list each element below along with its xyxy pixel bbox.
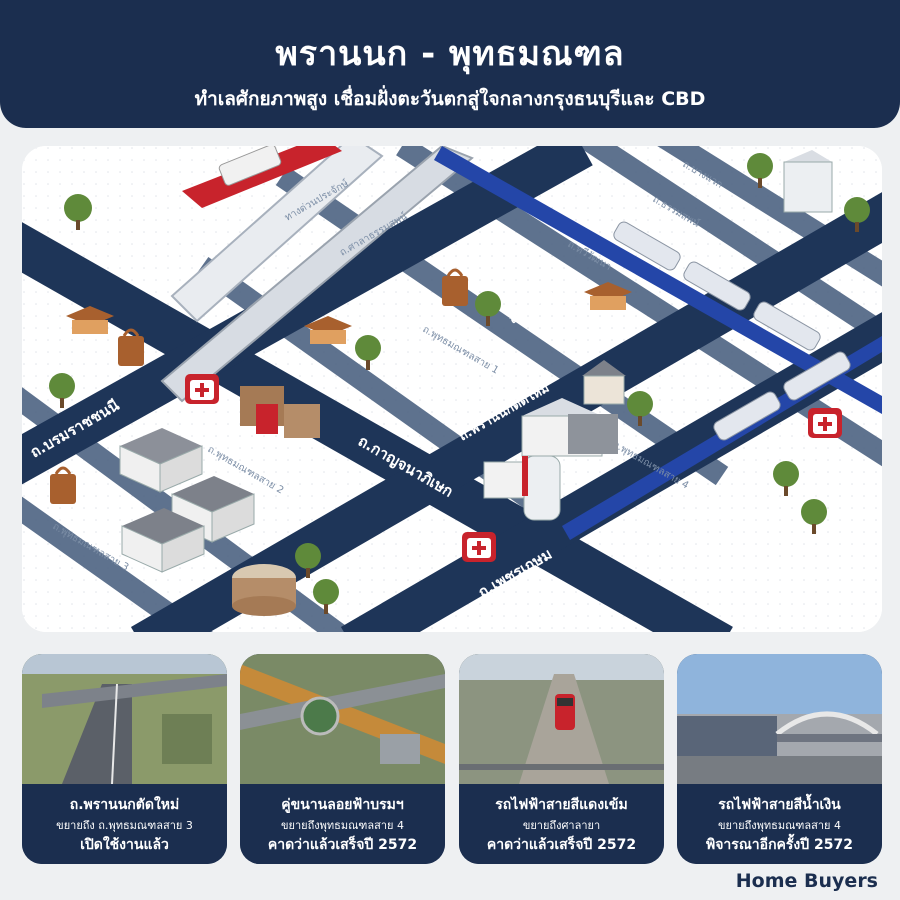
- card-title: คู่ขนานลอยฟ้าบรมฯ: [281, 797, 404, 813]
- mall-building: [483, 455, 561, 521]
- card-title: ถ.พรานนกตัดใหม่: [69, 797, 180, 813]
- tree-icon: [295, 543, 321, 578]
- tree-icon: [313, 579, 339, 614]
- card-prannok-road: ถ.พรานนกตัดใหม่ ขยายถึง ถ.พุทธมณฑลสาย 3 …: [22, 654, 227, 864]
- card-red-line: รถไฟฟ้าสายสีแดงเข้ม ขยายถึงศาลายา คาดว่า…: [459, 654, 664, 864]
- tree-icon: [801, 499, 827, 534]
- shopping-bag-icon: [442, 268, 468, 306]
- card-caption: ถ.พรานนกตัดใหม่ ขยายถึง ถ.พุทธมณฑลสาย 3 …: [22, 784, 227, 864]
- page-title: พรานนก - พุทธมณฑล: [275, 34, 625, 74]
- card-status: คาดว่าแล้วเสร็จปี 2572: [486, 837, 637, 853]
- card-borom-parallel: คู่ขนานลอยฟ้าบรมฯ ขยายถึงพุทธมณฑลสาย 4 ค…: [240, 654, 445, 864]
- header-banner: พรานนก - พุทธมณฑล ทำเลศักยภาพสูง เชื่อมฝ…: [0, 0, 900, 128]
- tree-icon: [627, 391, 653, 426]
- photo-red-train: [459, 654, 664, 784]
- expressway: [160, 146, 474, 403]
- tree-icon: [475, 291, 501, 326]
- project-cards: ถ.พรานนกตัดใหม่ ขยายถึง ถ.พุทธมณฑลสาย 3 …: [22, 654, 882, 864]
- house-building: [119, 428, 203, 493]
- card-detail: ขยายถึงศาลายา: [522, 819, 601, 832]
- map-canvas: ถ.บรมราชชนนี ถ.กาญจนาภิเษก ถ.ราชพฤกษ์ ถ.…: [22, 146, 882, 632]
- card-title: รถไฟฟ้าสายสีน้ำเงิน: [718, 797, 841, 813]
- blue-line-rail: [434, 146, 882, 540]
- card-blue-line: รถไฟฟ้าสายสีน้ำเงิน ขยายถึงพุทธมณฑลสาย 4…: [677, 654, 882, 864]
- photo-elevated-road: [22, 654, 227, 784]
- card-title: รถไฟฟ้าสายสีแดงเข้ม: [495, 797, 628, 813]
- card-caption: รถไฟฟ้าสายสีน้ำเงิน ขยายถึงพุทธมณฑลสาย 4…: [677, 784, 882, 864]
- photo-aerial-junction: [240, 654, 445, 784]
- graduation-cap-icon: [66, 306, 114, 334]
- tree-icon: [355, 335, 381, 370]
- temple-building: [240, 386, 320, 438]
- isometric-map: ถ.บรมราชชนนี ถ.กาญจนาภิเษก ถ.ราชพฤกษ์ ถ.…: [22, 146, 882, 632]
- card-caption: คู่ขนานลอยฟ้าบรมฯ ขยายถึงพุทธมณฑลสาย 4 ค…: [240, 784, 445, 864]
- tree-icon: [49, 373, 75, 408]
- tree-icon: [773, 461, 799, 496]
- hospital-icon: [185, 374, 219, 404]
- card-detail: ขยายถึงพุทธมณฑลสาย 4: [718, 819, 841, 832]
- hospital-icon: [462, 532, 496, 562]
- graduation-cap-icon: [304, 316, 352, 344]
- house-building: [121, 508, 205, 573]
- page-subtitle: ทำเลศักยภาพสูง เชื่อมฝั่งตะวันตกสู่ใจกลา…: [194, 88, 706, 110]
- photo-blue-line-station: [677, 654, 882, 784]
- card-status: พิจารณาอีกครั้งปี 2572: [706, 837, 853, 853]
- card-detail: ขยายถึงพุทธมณฑลสาย 4: [281, 819, 404, 832]
- graduation-cap-icon: [584, 282, 632, 310]
- card-detail: ขยายถึง ถ.พุทธมณฑลสาย 3: [56, 819, 193, 832]
- brand-logo: Home Buyers: [735, 870, 878, 892]
- card-status: คาดว่าแล้วเสร็จปี 2572: [267, 837, 418, 853]
- tree-icon: [64, 194, 92, 230]
- mall-building: [521, 398, 618, 457]
- tree-icon: [747, 153, 773, 188]
- round-building: [232, 564, 296, 616]
- card-status: เปิดใช้งานแล้ว: [80, 837, 169, 853]
- card-caption: รถไฟฟ้าสายสีแดงเข้ม ขยายถึงศาลายา คาดว่า…: [459, 784, 664, 864]
- tree-icon: [844, 197, 870, 232]
- hospital-icon: [808, 408, 842, 438]
- office-building: [783, 150, 833, 213]
- house-building: [582, 360, 626, 405]
- red-line-rail: [182, 146, 342, 208]
- shopping-bag-icon: [50, 466, 76, 504]
- shopping-bag-icon: [118, 328, 144, 366]
